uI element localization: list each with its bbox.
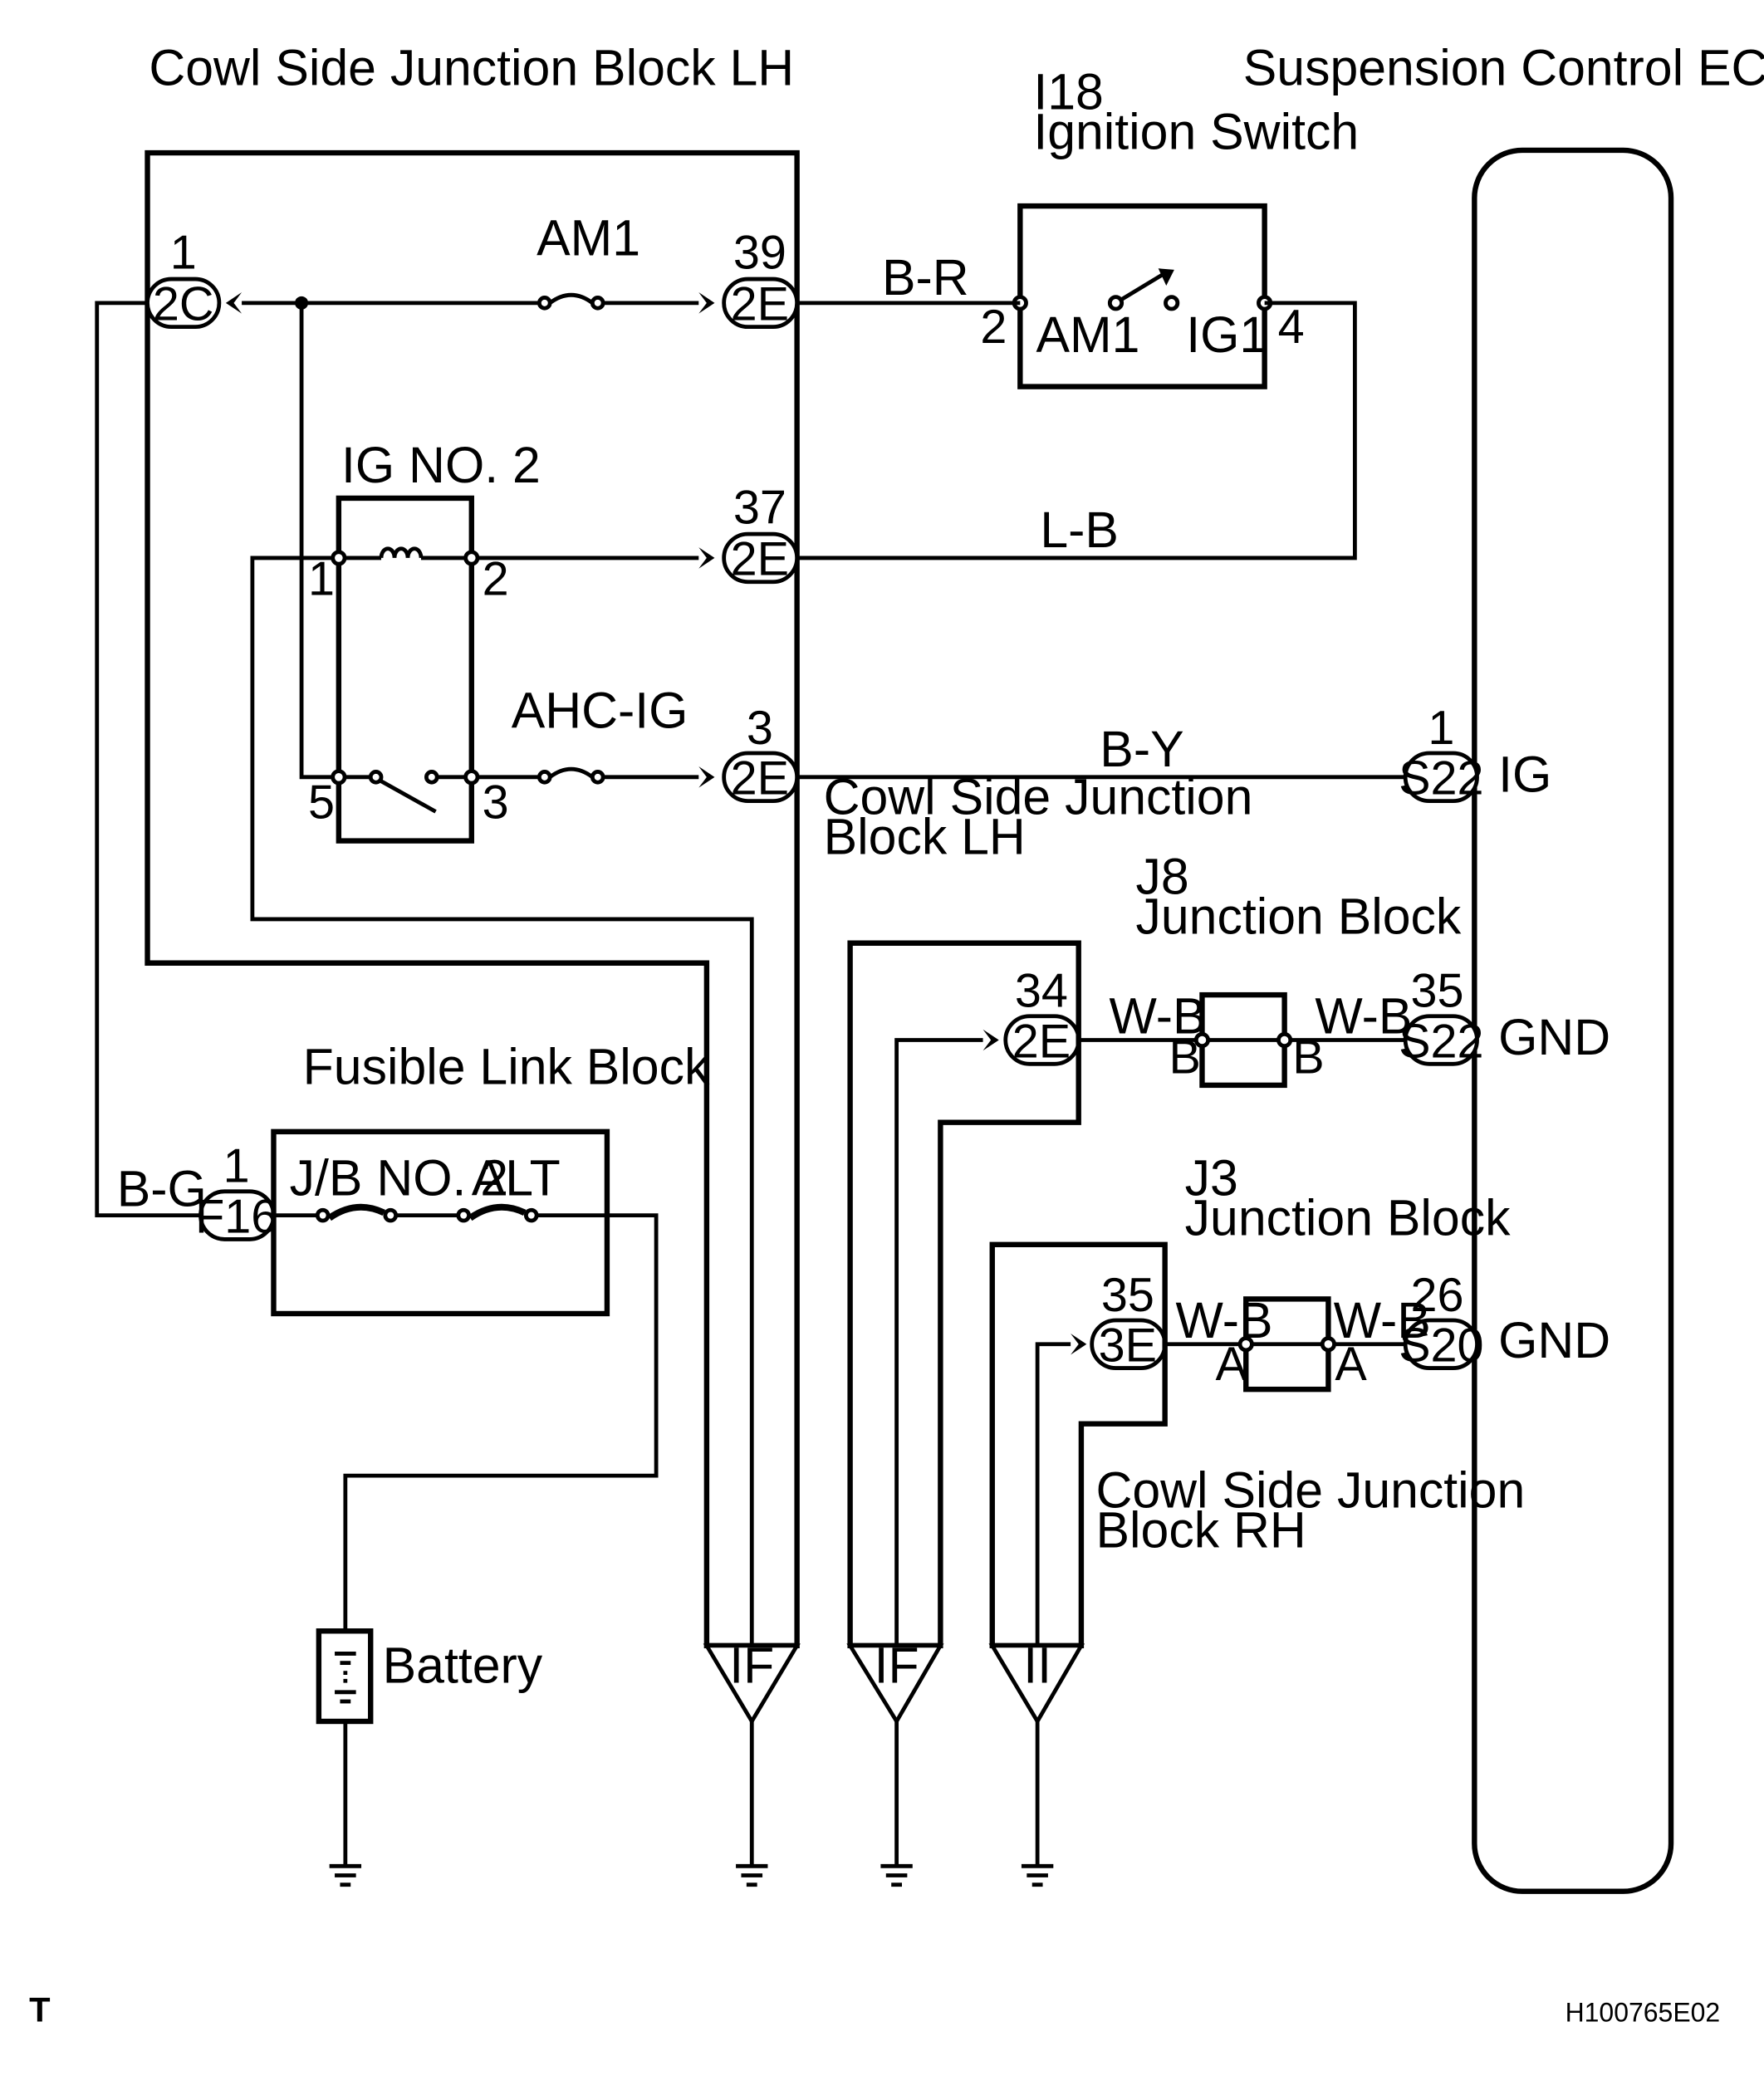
j8-title: Junction Block <box>1135 888 1461 945</box>
j3-title: Junction Block <box>1185 1190 1511 1246</box>
ignition-switch-code: I18 <box>1033 63 1103 120</box>
fuse-jb-no2-label: J/B NO. 2 <box>290 1150 508 1207</box>
connector-s22-ig-pin: 1 <box>1428 702 1454 755</box>
connector-2e-3-pin: 3 <box>747 702 773 755</box>
connector-2e-34: 2E 34 <box>982 965 1081 1068</box>
junction-block-j3: A A <box>1215 1296 1367 1393</box>
ecu-title: Suspension Control ECU <box>1243 40 1764 96</box>
relay-pin-1: 1 <box>308 553 335 606</box>
relay-pin-2: 2 <box>483 553 509 606</box>
ground-icon <box>736 1863 768 1887</box>
suspension-control-ecu <box>1472 147 1674 1894</box>
svg-text:2C: 2C <box>153 278 214 331</box>
j3-pin-right: A <box>1335 1338 1367 1391</box>
ecu-pin-gnd-2: GND <box>1498 1312 1610 1368</box>
ig-no2-relay: IG NO. 2 1 2 5 3 <box>308 437 541 844</box>
connector-3e-35: 3E 35 <box>1071 1269 1168 1373</box>
svg-text:F16: F16 <box>195 1190 277 1243</box>
ahc-ig-fuse-label: AHC-IG <box>512 683 688 739</box>
connector-2e-3: 2E 3 <box>698 702 800 805</box>
wire-by-label: B-Y <box>1100 721 1183 777</box>
wire-wb-j8-out-label: W-B <box>1315 988 1412 1045</box>
ignition-switch-title: Ignition Switch <box>1033 103 1359 159</box>
svg-text:2E: 2E <box>1012 1015 1071 1068</box>
fusible-link-block: J/B NO. 2 ALT <box>271 1128 610 1317</box>
battery-icon: Battery <box>316 1628 543 1725</box>
svg-text:IF: IF <box>875 1637 919 1694</box>
cowl-lh-label-line2: Block LH <box>824 809 1026 865</box>
ignition-am1-label: AM1 <box>1036 306 1140 363</box>
cowl-lh-title: Cowl Side Junction Block LH <box>149 40 794 96</box>
connector-f16-pin: 1 <box>223 1140 250 1193</box>
ignition-pin-4: 4 <box>1278 301 1305 354</box>
wire-wb-j8-in-label: W-B <box>1109 988 1206 1045</box>
ignition-ig1-label: IG1 <box>1186 306 1267 363</box>
svg-text:3E: 3E <box>1099 1319 1157 1373</box>
connector-3e-35-pin: 35 <box>1101 1269 1154 1322</box>
svg-text:2E: 2E <box>731 533 789 586</box>
cowl-lh-label-line1: Cowl Side Junction <box>824 769 1253 825</box>
j8-pin-left: B <box>1169 1030 1200 1084</box>
ecu-pin-gnd-1: GND <box>1498 1009 1610 1065</box>
cowl-rh-label-line2: Block RH <box>1096 1501 1306 1558</box>
j8-pin-right: B <box>1292 1030 1324 1084</box>
wire-lb-label: L-B <box>1040 502 1119 558</box>
cowl-rh-label-line1: Cowl Side Junction <box>1096 1461 1526 1518</box>
fuse-alt-label: ALT <box>472 1150 561 1207</box>
relay-pin-5: 5 <box>308 776 335 829</box>
fusible-link-title: Fusible Link Block <box>303 1038 710 1094</box>
diagram-code: H100765E02 <box>1566 1997 1721 2027</box>
am1-fuse-label: AM1 <box>537 209 640 266</box>
svg-text:S22: S22 <box>1399 1015 1483 1068</box>
connector-s20-gnd: S20 26 <box>1399 1269 1483 1373</box>
wire-wb-j3-out-label: W-B <box>1334 1292 1431 1349</box>
ignition-switch: AM1 IG1 2 4 <box>980 203 1305 389</box>
connector-2e-34-pin: 34 <box>1015 965 1068 1018</box>
connector-s22-gnd: S22 35 <box>1399 965 1483 1069</box>
wire-br-label: B-R <box>882 249 969 306</box>
ground-icon <box>1021 1863 1054 1887</box>
battery-label: Battery <box>383 1637 543 1694</box>
connector-s22-gnd-pin: 35 <box>1411 965 1464 1018</box>
connector-2e-39: 2E 39 <box>698 226 800 331</box>
connector-2e-37-pin: 37 <box>733 481 786 534</box>
cowl-junction-block-lh <box>145 149 800 1649</box>
svg-text:S22: S22 <box>1399 752 1483 805</box>
ahc-ig-fuse: AHC-IG <box>512 683 688 785</box>
ground-icon <box>329 1863 362 1887</box>
j8-code: J8 <box>1135 849 1188 905</box>
relay-pin-3: 3 <box>483 776 509 829</box>
am1-fuse: AM1 <box>537 209 640 311</box>
connector-f16: F16 1 <box>195 1140 277 1244</box>
connector-2e-37: 2E 37 <box>698 481 800 586</box>
j3-code: J3 <box>1185 1150 1238 1207</box>
ground-connector-if-2: IF <box>846 1637 944 1726</box>
connector-2c-pin: 1 <box>170 226 197 279</box>
svg-text:2E: 2E <box>731 752 789 805</box>
connector-s20-gnd-pin: 26 <box>1411 1269 1464 1322</box>
j3-pin-left: A <box>1215 1338 1247 1391</box>
wires <box>95 301 1406 1867</box>
connector-2c: 2C 1 <box>145 226 243 331</box>
svg-text:IF: IF <box>729 1637 774 1694</box>
wire-bg-label: B-G <box>117 1160 207 1216</box>
ground-icon <box>880 1863 913 1887</box>
connector-s22-ig: S22 1 <box>1399 702 1483 805</box>
ground-connector-if-1: IF <box>703 1637 801 1726</box>
svg-text:II: II <box>1023 1637 1051 1694</box>
connector-2e-39-pin: 39 <box>733 226 786 279</box>
ground-connector-ii: II <box>988 1637 1085 1726</box>
corner-mark: T <box>29 1990 50 2029</box>
junction-block-j8: B B <box>1169 991 1325 1089</box>
relay-label: IG NO. 2 <box>341 437 541 493</box>
svg-text:2E: 2E <box>731 278 789 331</box>
ecu-pin-ig: IG <box>1498 746 1551 802</box>
ignition-pin-2: 2 <box>980 301 1007 354</box>
splice-point <box>295 296 309 310</box>
svg-text:S20: S20 <box>1399 1319 1483 1373</box>
